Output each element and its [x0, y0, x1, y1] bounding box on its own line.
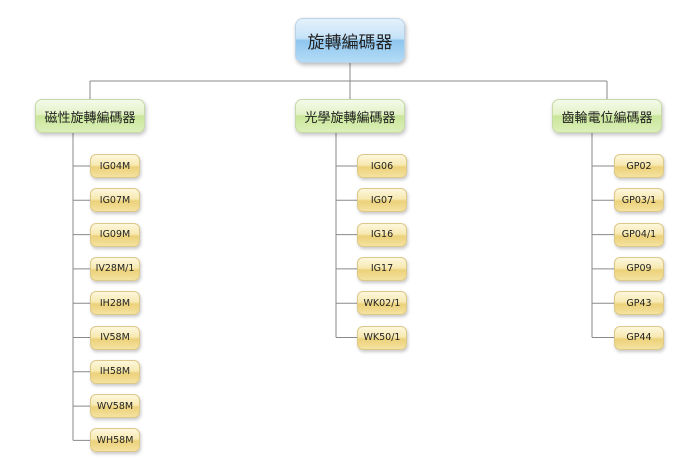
model-node: WH58M	[90, 428, 140, 453]
model-node: IG09M	[90, 222, 140, 247]
root-node-rotary-encoder: 旋轉編碼器	[295, 18, 405, 63]
model-node: WK50/1	[357, 325, 407, 350]
model-node: GP43	[614, 291, 664, 316]
model-node: IG17	[357, 256, 407, 281]
model-node: IV58M	[90, 325, 140, 350]
model-node: IG16	[357, 222, 407, 247]
model-node: IV28M/1	[90, 256, 140, 281]
category-node: 磁性旋轉編碼器	[35, 99, 145, 133]
model-node: GP02	[614, 154, 664, 178]
model-node: WV58M	[90, 394, 140, 419]
category-node: 光學旋轉編碼器	[295, 99, 405, 133]
model-node: IH58M	[90, 359, 140, 384]
model-node: IH28M	[90, 291, 140, 316]
model-node: IG07M	[90, 188, 140, 213]
model-node: GP04/1	[614, 222, 664, 247]
model-node: IG07	[357, 188, 407, 213]
model-node: GP44	[614, 325, 664, 350]
model-node: WK02/1	[357, 291, 407, 316]
category-node: 齒輪電位編碼器	[552, 99, 662, 133]
model-node: GP09	[614, 256, 664, 281]
model-node: GP03/1	[614, 188, 664, 213]
model-node: IG04M	[90, 154, 140, 178]
model-node: IG06	[357, 154, 407, 178]
